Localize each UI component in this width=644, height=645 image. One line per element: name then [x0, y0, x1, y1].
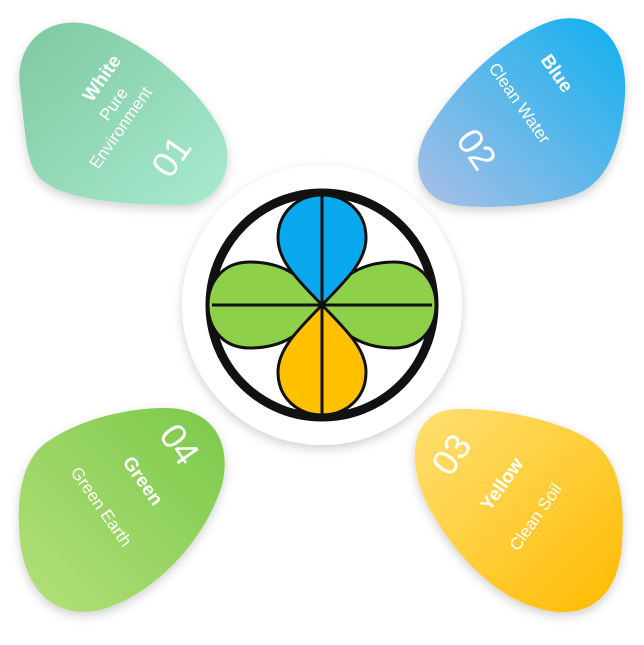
petal-white-shape [19, 22, 228, 205]
petal-white: White Pure Environment 01 [19, 22, 228, 205]
petal-blue-shape [418, 18, 626, 207]
center-emblem [182, 165, 462, 445]
petal-blue: Blue Clean Water 02 [418, 18, 626, 207]
petal-yellow-shape [414, 409, 623, 613]
petal-green: 04 Green Green Earth [18, 408, 225, 612]
petal-yellow: 03 Yellow Clean Soil [414, 409, 623, 613]
petal-green-shape [18, 408, 225, 612]
